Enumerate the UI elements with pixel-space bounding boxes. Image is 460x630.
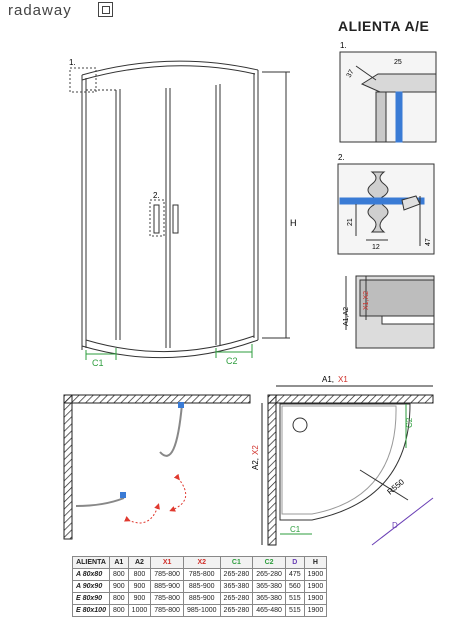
detail-1 (339, 51, 437, 143)
detail-callout-2 (149, 199, 165, 237)
brand-logo-mark (98, 2, 113, 17)
table-cell: E 80x90 (72, 592, 110, 605)
table-cell: 785-800 (150, 604, 184, 617)
table-cell: 365-380 (252, 592, 286, 605)
table-cell: 1900 (303, 580, 328, 593)
column-header: X1 (150, 556, 184, 569)
c2-label: C2 (226, 356, 238, 366)
table-cell: 265-280 (252, 568, 286, 581)
table-cell: 800 (108, 592, 129, 605)
table-cell: 265-280 (219, 592, 254, 605)
column-header: A1 (108, 556, 129, 569)
height-dimension (262, 71, 290, 339)
table-cell: 885-900 (182, 580, 221, 593)
table-cell: 985-1000 (182, 604, 221, 617)
table-cell: 465-480 (252, 604, 286, 617)
detail-3 (345, 275, 435, 349)
detail-1-label: 1. (340, 41, 347, 50)
table-cell: 785-800 (182, 568, 221, 581)
detail-2 (337, 163, 435, 255)
c1-label: C1 (92, 358, 104, 368)
tray-c2-label: C2 (405, 417, 414, 428)
h-label: H (290, 218, 297, 228)
opening-plan (63, 394, 251, 540)
dim-37-label: 37 (346, 69, 356, 79)
tray-x2-label: X2 (251, 445, 260, 455)
table-cell: 365-380 (252, 580, 286, 593)
column-header: C1 (219, 556, 254, 569)
front-elevation (81, 60, 259, 359)
r550-label: R550 (386, 477, 407, 497)
table-cell: 515 (284, 592, 305, 605)
a1a2-label: A1,A2 (343, 307, 350, 326)
column-header: A2 (127, 556, 152, 569)
table-cell: A 90x90 (72, 580, 110, 593)
table-cell: 265-280 (219, 568, 254, 581)
table-cell: 900 (108, 580, 129, 593)
table-cell: 900 (127, 580, 152, 593)
table-cell: 1900 (303, 592, 328, 605)
table-cell: E 80x100 (72, 604, 110, 617)
column-header: H (303, 556, 328, 569)
brand-logo-text: radaway (8, 2, 72, 19)
table-cell: 475 (284, 568, 305, 581)
table-cell: 800 (108, 604, 129, 617)
table-cell: 885-900 (150, 580, 184, 593)
column-header: X2 (182, 556, 221, 569)
table-cell: 1000 (127, 604, 152, 617)
detail-2-label: 2. (338, 153, 345, 162)
column-header: C2 (252, 556, 286, 569)
dim-12-label: 12 (372, 244, 380, 251)
table-cell: 515 (284, 604, 305, 617)
dim-25-label: 25 (394, 59, 402, 66)
table-cell: 800 (108, 568, 129, 581)
column-header: D (284, 556, 305, 569)
model-title: ALIENTA A/E (338, 18, 430, 34)
dim-21-label: 21 (347, 218, 354, 226)
table-cell: 900 (127, 592, 152, 605)
table-cell: 785-800 (150, 592, 184, 605)
x1x2-label: X1,X2 (363, 291, 370, 310)
dim-47-label: 47 (425, 238, 432, 246)
callout-2-label: 2. (153, 191, 160, 200)
table-cell: 1900 (303, 604, 328, 617)
detail-callout-1 (69, 67, 97, 93)
table-cell: 885-900 (182, 592, 221, 605)
table-cell: 785-800 (150, 568, 184, 581)
tray-plan (261, 385, 434, 546)
tray-x1-label: X1 (338, 375, 348, 384)
table-cell: 1900 (303, 568, 328, 581)
tray-c1-label: C1 (290, 525, 301, 534)
table-cell: 365-380 (219, 580, 254, 593)
table-cell: 560 (284, 580, 305, 593)
tray-a1-label: A1, (322, 375, 334, 384)
table-cell: 800 (127, 568, 152, 581)
d-label: D (392, 521, 398, 530)
callout-1-label: 1. (69, 58, 76, 67)
column-header: ALIENTA (72, 556, 110, 569)
table-cell: 265-280 (219, 604, 254, 617)
tray-a2-label: A2, (251, 458, 260, 470)
table-cell: A 80x80 (72, 568, 110, 581)
